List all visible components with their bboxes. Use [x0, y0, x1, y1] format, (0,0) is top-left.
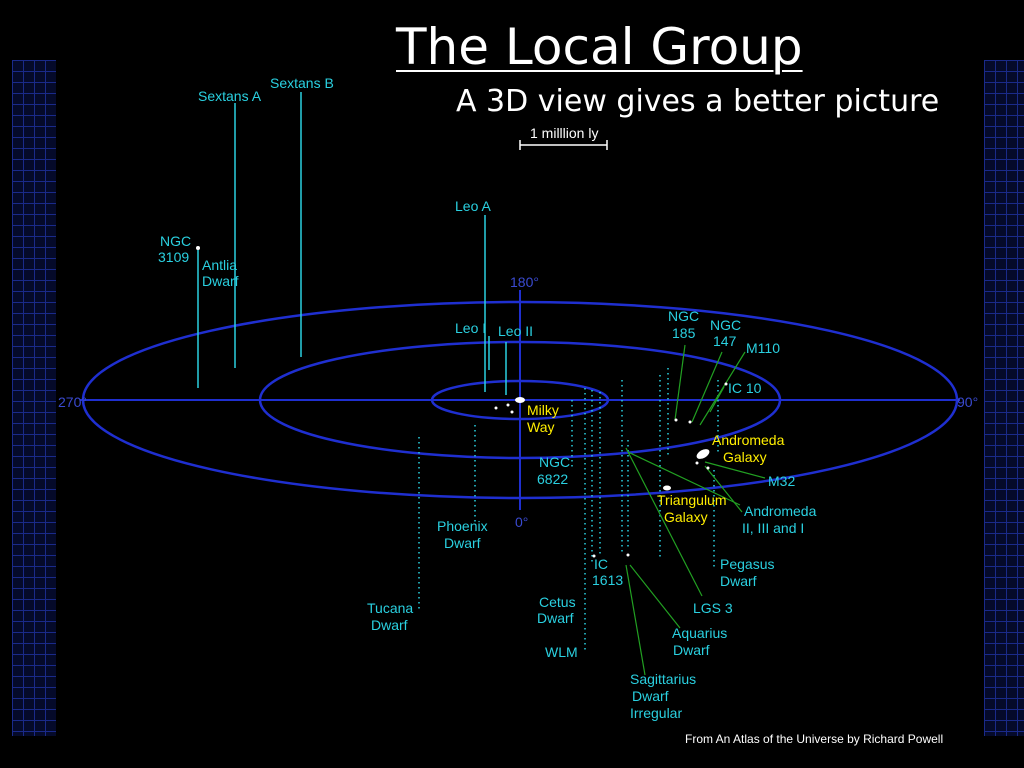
- label-ic1613-1: IC: [594, 556, 608, 572]
- ngc3109-dot: [196, 246, 200, 250]
- label-sagittarius-2: Dwarf: [632, 688, 669, 704]
- label-leo-a: Leo A: [455, 198, 491, 214]
- label-aquarius-1: Aquarius: [672, 625, 727, 641]
- label-antlia-1: Antlia: [202, 257, 237, 273]
- label-and-dwarfs-2: II, III and I: [742, 520, 804, 536]
- andromeda-dot: [696, 449, 710, 459]
- height-lines-below: [418, 368, 719, 650]
- label-ic10: IC 10: [728, 380, 762, 396]
- label-cetus-2: Dwarf: [537, 610, 574, 626]
- label-andromeda-1: Andromeda: [712, 432, 785, 448]
- triangulum-dot: [663, 485, 671, 491]
- label-m110: M110: [746, 340, 780, 356]
- angle-label-0: 0°: [515, 514, 528, 530]
- page-subtitle: A 3D view gives a better picture: [456, 84, 940, 119]
- galaxy-labels: Sextans A Sextans B NGC 3109 Antlia Dwar…: [158, 75, 817, 721]
- galaxy-dots: [196, 246, 728, 558]
- label-antlia-2: Dwarf: [202, 273, 239, 289]
- label-ngc3109-2: 3109: [158, 249, 189, 265]
- right-grid-panel: [984, 60, 1024, 736]
- label-andromeda-2: Galaxy: [723, 449, 767, 465]
- label-phoenix-2: Dwarf: [444, 535, 481, 551]
- label-aquarius-2: Dwarf: [673, 642, 710, 658]
- page-title: The Local Group: [396, 18, 803, 76]
- major-galaxy-labels: Milky Way Andromeda Galaxy Triangulum Ga…: [527, 402, 785, 525]
- label-m32: M32: [768, 473, 795, 489]
- label-phoenix-1: Phoenix: [437, 518, 488, 534]
- label-ngc3109-1: NGC: [160, 233, 191, 249]
- label-triangulum-1: Triangulum: [657, 492, 727, 508]
- label-ngc6822-1: NGC: [539, 454, 570, 470]
- scale-label: 1 milllion ly: [530, 125, 598, 141]
- angle-label-180: 180°: [510, 274, 539, 290]
- label-sextans-a: Sextans A: [198, 88, 262, 104]
- height-lines-above: [197, 92, 507, 395]
- label-milky-way-1: Milky: [527, 402, 559, 418]
- label-cetus-1: Cetus: [539, 594, 576, 610]
- label-ngc185-2: 185: [672, 325, 696, 341]
- pointer-lines: [625, 344, 766, 676]
- label-tucana-1: Tucana: [367, 600, 413, 616]
- label-ngc147-2: 147: [713, 333, 737, 349]
- label-wlm: WLM: [545, 644, 578, 660]
- left-grid-panel: [12, 60, 56, 736]
- label-ngc147-1: NGC: [710, 317, 741, 333]
- label-ic1613-2: 1613: [592, 572, 623, 588]
- label-lgs3: LGS 3: [693, 600, 733, 616]
- angle-label-90: 90°: [957, 394, 978, 410]
- milky-way-dot: [515, 397, 525, 403]
- source-credit: From An Atlas of the Universe by Richard…: [685, 732, 944, 746]
- label-ngc185-1: NGC: [668, 308, 699, 324]
- label-pegasus-2: Dwarf: [720, 573, 757, 589]
- label-milky-way-2: Way: [527, 419, 554, 435]
- label-tucana-2: Dwarf: [371, 617, 408, 633]
- label-and-dwarfs-1: Andromeda: [744, 503, 817, 519]
- label-leo-i: Leo I: [455, 320, 486, 336]
- angle-label-270: 270°: [58, 394, 87, 410]
- label-sagittarius-3: Irregular: [630, 705, 682, 721]
- label-leo-ii: Leo II: [498, 323, 533, 339]
- label-ngc6822-2: 6822: [537, 471, 568, 487]
- scale-bar: [519, 140, 608, 150]
- label-pegasus-1: Pegasus: [720, 556, 774, 572]
- label-triangulum-2: Galaxy: [664, 509, 708, 525]
- label-sextans-b: Sextans B: [270, 75, 334, 91]
- label-sagittarius-1: Sagittarius: [630, 671, 696, 687]
